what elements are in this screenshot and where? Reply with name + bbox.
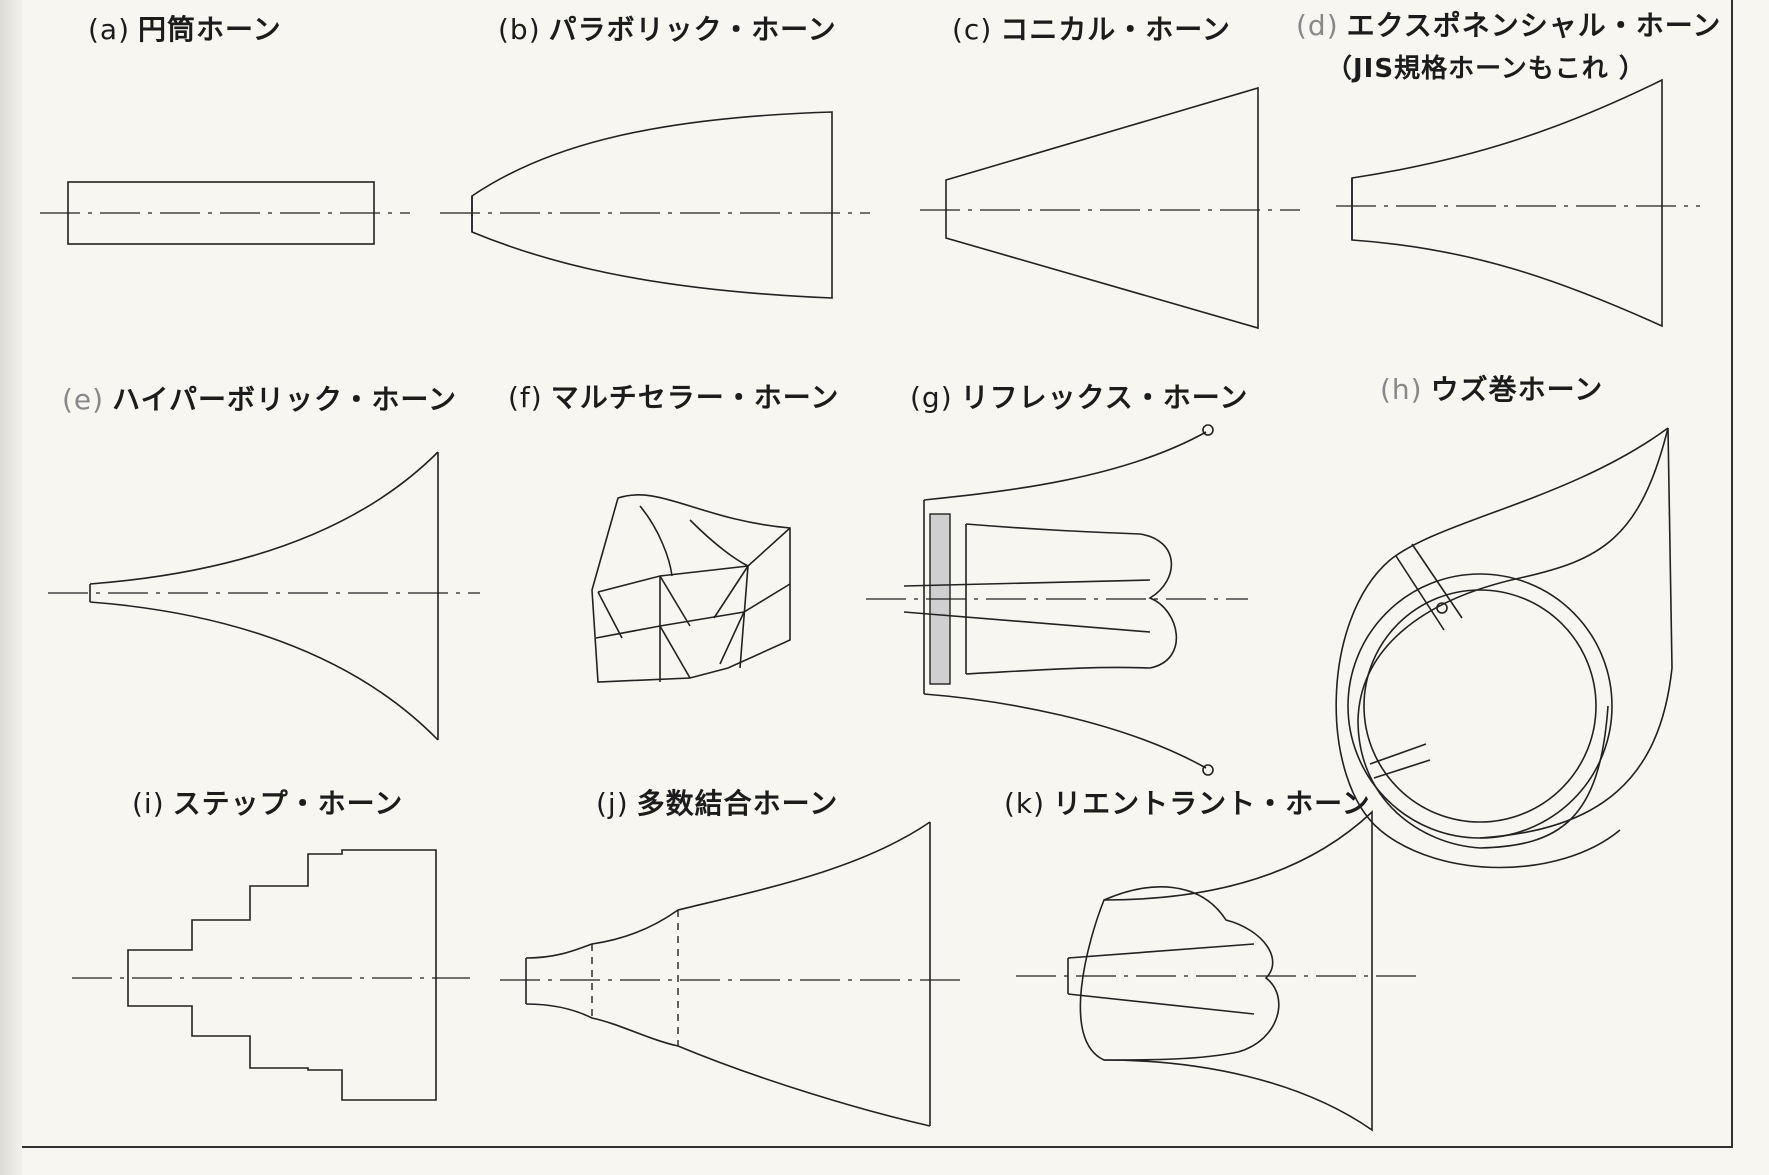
label-k: (k)リエントラント・ホーン [1004, 787, 1371, 820]
label-d-note: （JIS規格ホーンもこれ ） [1326, 54, 1646, 84]
frame-bottom-line [22, 1146, 1732, 1148]
frame-right-line [1731, 0, 1733, 1148]
reentrant-horn [1016, 810, 1416, 1132]
multiple-coupled-horn [500, 821, 960, 1127]
label-h: (h)ウズ巻ホーン [1380, 373, 1604, 406]
cylindrical-horn [40, 181, 410, 245]
label-j: (j)多数結合ホーン [596, 787, 839, 820]
label-b: (b)パラボリック・ホーン [498, 13, 837, 46]
label-g: (g)リフレックス・ホーン [910, 381, 1249, 414]
spiral-horn [1335, 427, 1673, 869]
conical-horn [920, 86, 1300, 330]
label-i: (i)ステップ・ホーン [132, 787, 404, 820]
label-a: (a)円筒ホーン [88, 13, 282, 46]
step-horn [72, 849, 470, 1101]
label-e: (e)ハイパーボリック・ホーン [62, 383, 457, 416]
reflex-horn [866, 424, 1248, 776]
label-d: (d)エクスポネンシャル・ホーン（JIS規格ホーンもこれ ） [1296, 9, 1722, 84]
exponential-horn [1336, 78, 1700, 328]
label-c: (c)コニカル・ホーン [952, 13, 1231, 46]
hyperbolic-horn [48, 451, 480, 741]
multicellular-horn [591, 494, 791, 683]
parabolic-horn [440, 111, 870, 299]
label-f: (f)マルチセラー・ホーン [508, 381, 840, 414]
